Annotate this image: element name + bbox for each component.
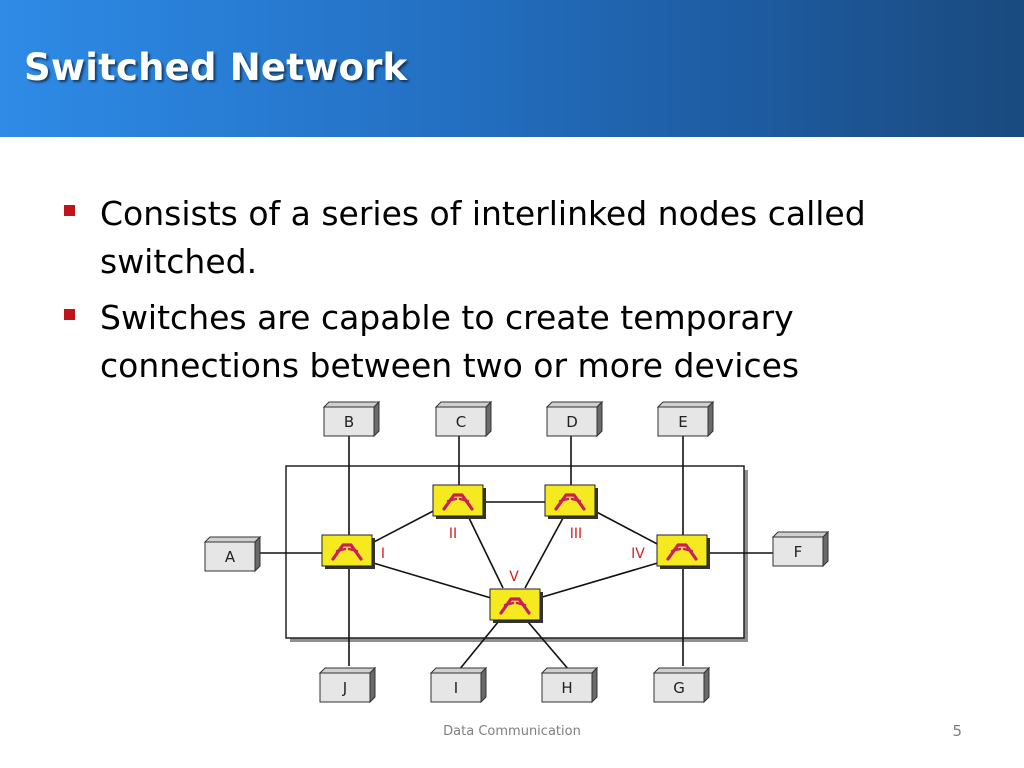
slide-number: 5 — [952, 722, 962, 740]
switch-label: I — [381, 546, 385, 562]
device-c: C — [434, 400, 493, 438]
device-label: J — [342, 679, 347, 697]
switch-v: V — [489, 569, 543, 623]
device-label: H — [561, 679, 572, 697]
switch-label: V — [509, 569, 519, 585]
switch-label: IV — [631, 546, 645, 562]
bullet-text: Consists of a series of interlinked node… — [100, 194, 866, 281]
switched-network-diagram: B C D E A F J I — [203, 400, 830, 704]
switch-i: I — [321, 534, 385, 569]
device-d: D — [545, 400, 604, 438]
device-a: A — [203, 535, 262, 573]
device-label: D — [566, 413, 578, 431]
device-label: C — [456, 413, 466, 431]
switch-label: II — [449, 526, 457, 542]
bullet-item: Switches are capable to create temporary… — [62, 294, 962, 390]
device-b: B — [322, 400, 381, 438]
switch-ii: II — [432, 484, 486, 542]
bullet-square-icon — [64, 205, 75, 216]
switch-links — [369, 501, 662, 599]
device-label: F — [794, 543, 803, 561]
title-bar: Switched Network — [0, 0, 1024, 137]
bullet-list: Consists of a series of interlinked node… — [62, 190, 962, 398]
switch-label: III — [570, 526, 582, 542]
device-label: A — [225, 548, 236, 566]
switch-iv: IV — [631, 534, 710, 569]
device-label: E — [678, 413, 687, 431]
device-label: G — [673, 679, 685, 697]
device-i: I — [429, 666, 488, 704]
bullet-item: Consists of a series of interlinked node… — [62, 190, 962, 286]
device-e: E — [656, 400, 715, 438]
device-label: I — [454, 679, 458, 697]
slide-title: Switched Network — [24, 46, 408, 89]
device-f: F — [771, 530, 830, 568]
footer-text: Data Communication — [443, 724, 581, 739]
device-j: J — [318, 666, 377, 704]
device-label: B — [344, 413, 354, 431]
device-g: G — [652, 666, 711, 704]
device-h: H — [540, 666, 599, 704]
bullet-square-icon — [64, 309, 75, 320]
bullet-text: Switches are capable to create temporary… — [100, 298, 800, 385]
switch-iii: III — [544, 484, 598, 542]
